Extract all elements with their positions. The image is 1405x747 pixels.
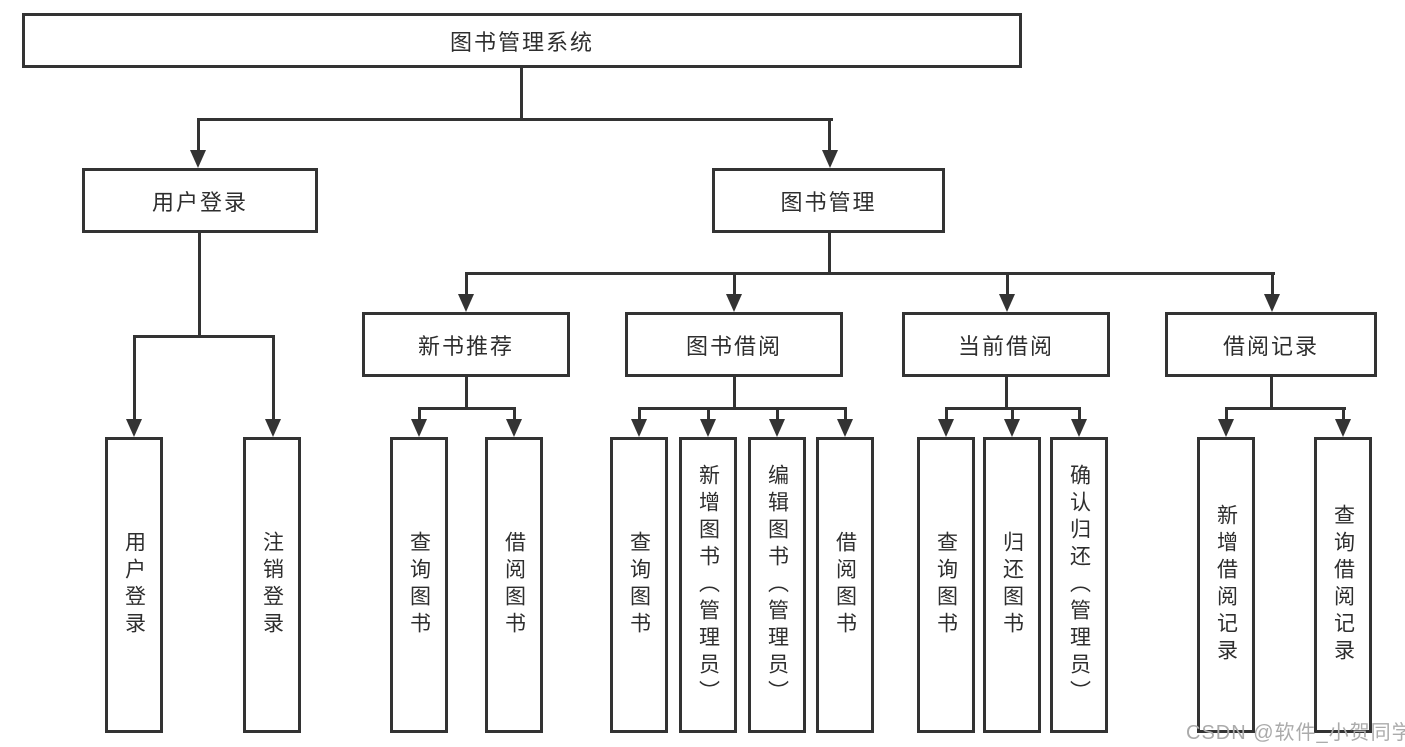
connector-line	[1342, 410, 1345, 421]
connector-line	[1005, 377, 1008, 407]
connector-line	[844, 410, 847, 421]
leaf-query-books-borrow: 查询图书	[610, 437, 668, 733]
connector-line	[520, 68, 523, 120]
connector-line	[707, 410, 710, 421]
node-book-management: 图书管理	[712, 168, 945, 233]
arrowhead-down-icon	[190, 150, 206, 168]
leaf-edit-books-admin: 编辑图书（管理员）	[748, 437, 806, 733]
leaf-label: 注销登录	[260, 531, 284, 639]
arrowhead-down-icon	[631, 419, 647, 437]
connector-line	[638, 410, 641, 421]
leaf-borrow-books: 借阅图书	[816, 437, 874, 733]
connector-line	[197, 121, 200, 154]
arrowhead-down-icon	[458, 294, 474, 312]
leaf-label: 查询图书	[627, 531, 651, 639]
leaf-logout: 注销登录	[243, 437, 301, 733]
arrowhead-down-icon	[265, 419, 281, 437]
node-current-borrowing: 当前借阅	[902, 312, 1110, 377]
connector-line	[197, 118, 833, 121]
node-book-borrowing: 图书借阅	[625, 312, 843, 377]
arrowhead-down-icon	[1335, 419, 1351, 437]
connector-line	[513, 410, 516, 421]
connector-line	[1271, 275, 1274, 295]
connector-line	[465, 272, 1275, 275]
leaf-label: 新增借阅记录	[1214, 504, 1238, 666]
arrowhead-down-icon	[769, 419, 785, 437]
leaf-label: 查询图书	[934, 531, 958, 639]
connector-line	[638, 407, 847, 410]
connector-line	[1225, 410, 1228, 421]
arrowhead-down-icon	[1264, 294, 1280, 312]
arrowhead-down-icon	[938, 419, 954, 437]
connector-line	[1078, 410, 1081, 421]
node-borrowing-records: 借阅记录	[1165, 312, 1377, 377]
connector-line	[272, 338, 275, 421]
connector-line	[465, 275, 468, 295]
arrowhead-down-icon	[837, 419, 853, 437]
leaf-confirm-return-admin: 确认归还（管理员）	[1050, 437, 1108, 733]
leaf-return-books: 归还图书	[983, 437, 1041, 733]
connector-line	[1270, 377, 1273, 407]
node-library-system: 图书管理系统	[22, 13, 1022, 68]
arrowhead-down-icon	[999, 294, 1015, 312]
connector-line	[1225, 407, 1346, 410]
leaf-add-borrow-record: 新增借阅记录	[1197, 437, 1255, 733]
leaf-label: 借阅图书	[502, 531, 526, 639]
leaf-query-books-current: 查询图书	[917, 437, 975, 733]
connector-line	[198, 233, 201, 335]
leaf-label: 新增图书（管理员）	[696, 463, 720, 707]
arrowhead-down-icon	[1218, 419, 1234, 437]
connector-line	[133, 335, 275, 338]
node-new-book-recommendation: 新书推荐	[362, 312, 570, 377]
leaf-query-borrow-record: 查询借阅记录	[1314, 437, 1372, 733]
leaf-query-books-recommend: 查询图书	[390, 437, 448, 733]
leaf-label: 借阅图书	[833, 531, 857, 639]
arrowhead-down-icon	[700, 419, 716, 437]
arrowhead-down-icon	[1004, 419, 1020, 437]
leaf-label: 编辑图书（管理员）	[765, 463, 789, 707]
leaf-user-login: 用户登录	[105, 437, 163, 733]
connector-line	[945, 410, 948, 421]
connector-line	[733, 275, 736, 295]
arrowhead-down-icon	[506, 419, 522, 437]
connector-line	[1011, 410, 1014, 421]
leaf-label: 归还图书	[1000, 531, 1024, 639]
leaf-add-books-admin: 新增图书（管理员）	[679, 437, 737, 733]
leaf-label: 查询图书	[407, 531, 431, 639]
connector-line	[733, 377, 736, 407]
arrowhead-down-icon	[126, 419, 142, 437]
connector-line	[945, 407, 1081, 410]
connector-line	[776, 410, 779, 421]
connector-line	[465, 377, 468, 407]
connector-line	[418, 410, 421, 421]
arrowhead-down-icon	[822, 150, 838, 168]
connector-line	[828, 233, 831, 272]
leaf-label: 查询借阅记录	[1331, 504, 1355, 666]
csdn-watermark: CSDN @软件_小贺同学	[1186, 722, 1405, 744]
node-user-login: 用户登录	[82, 168, 318, 233]
connector-line	[133, 338, 136, 421]
arrowhead-down-icon	[726, 294, 742, 312]
connector-line	[828, 121, 831, 154]
arrowhead-down-icon	[1071, 419, 1087, 437]
leaf-label: 用户登录	[122, 531, 146, 639]
connector-line	[1006, 275, 1009, 295]
arrowhead-down-icon	[411, 419, 427, 437]
connector-line	[418, 407, 516, 410]
leaf-borrow-books-recommend: 借阅图书	[485, 437, 543, 733]
leaf-label: 确认归还（管理员）	[1067, 463, 1091, 707]
